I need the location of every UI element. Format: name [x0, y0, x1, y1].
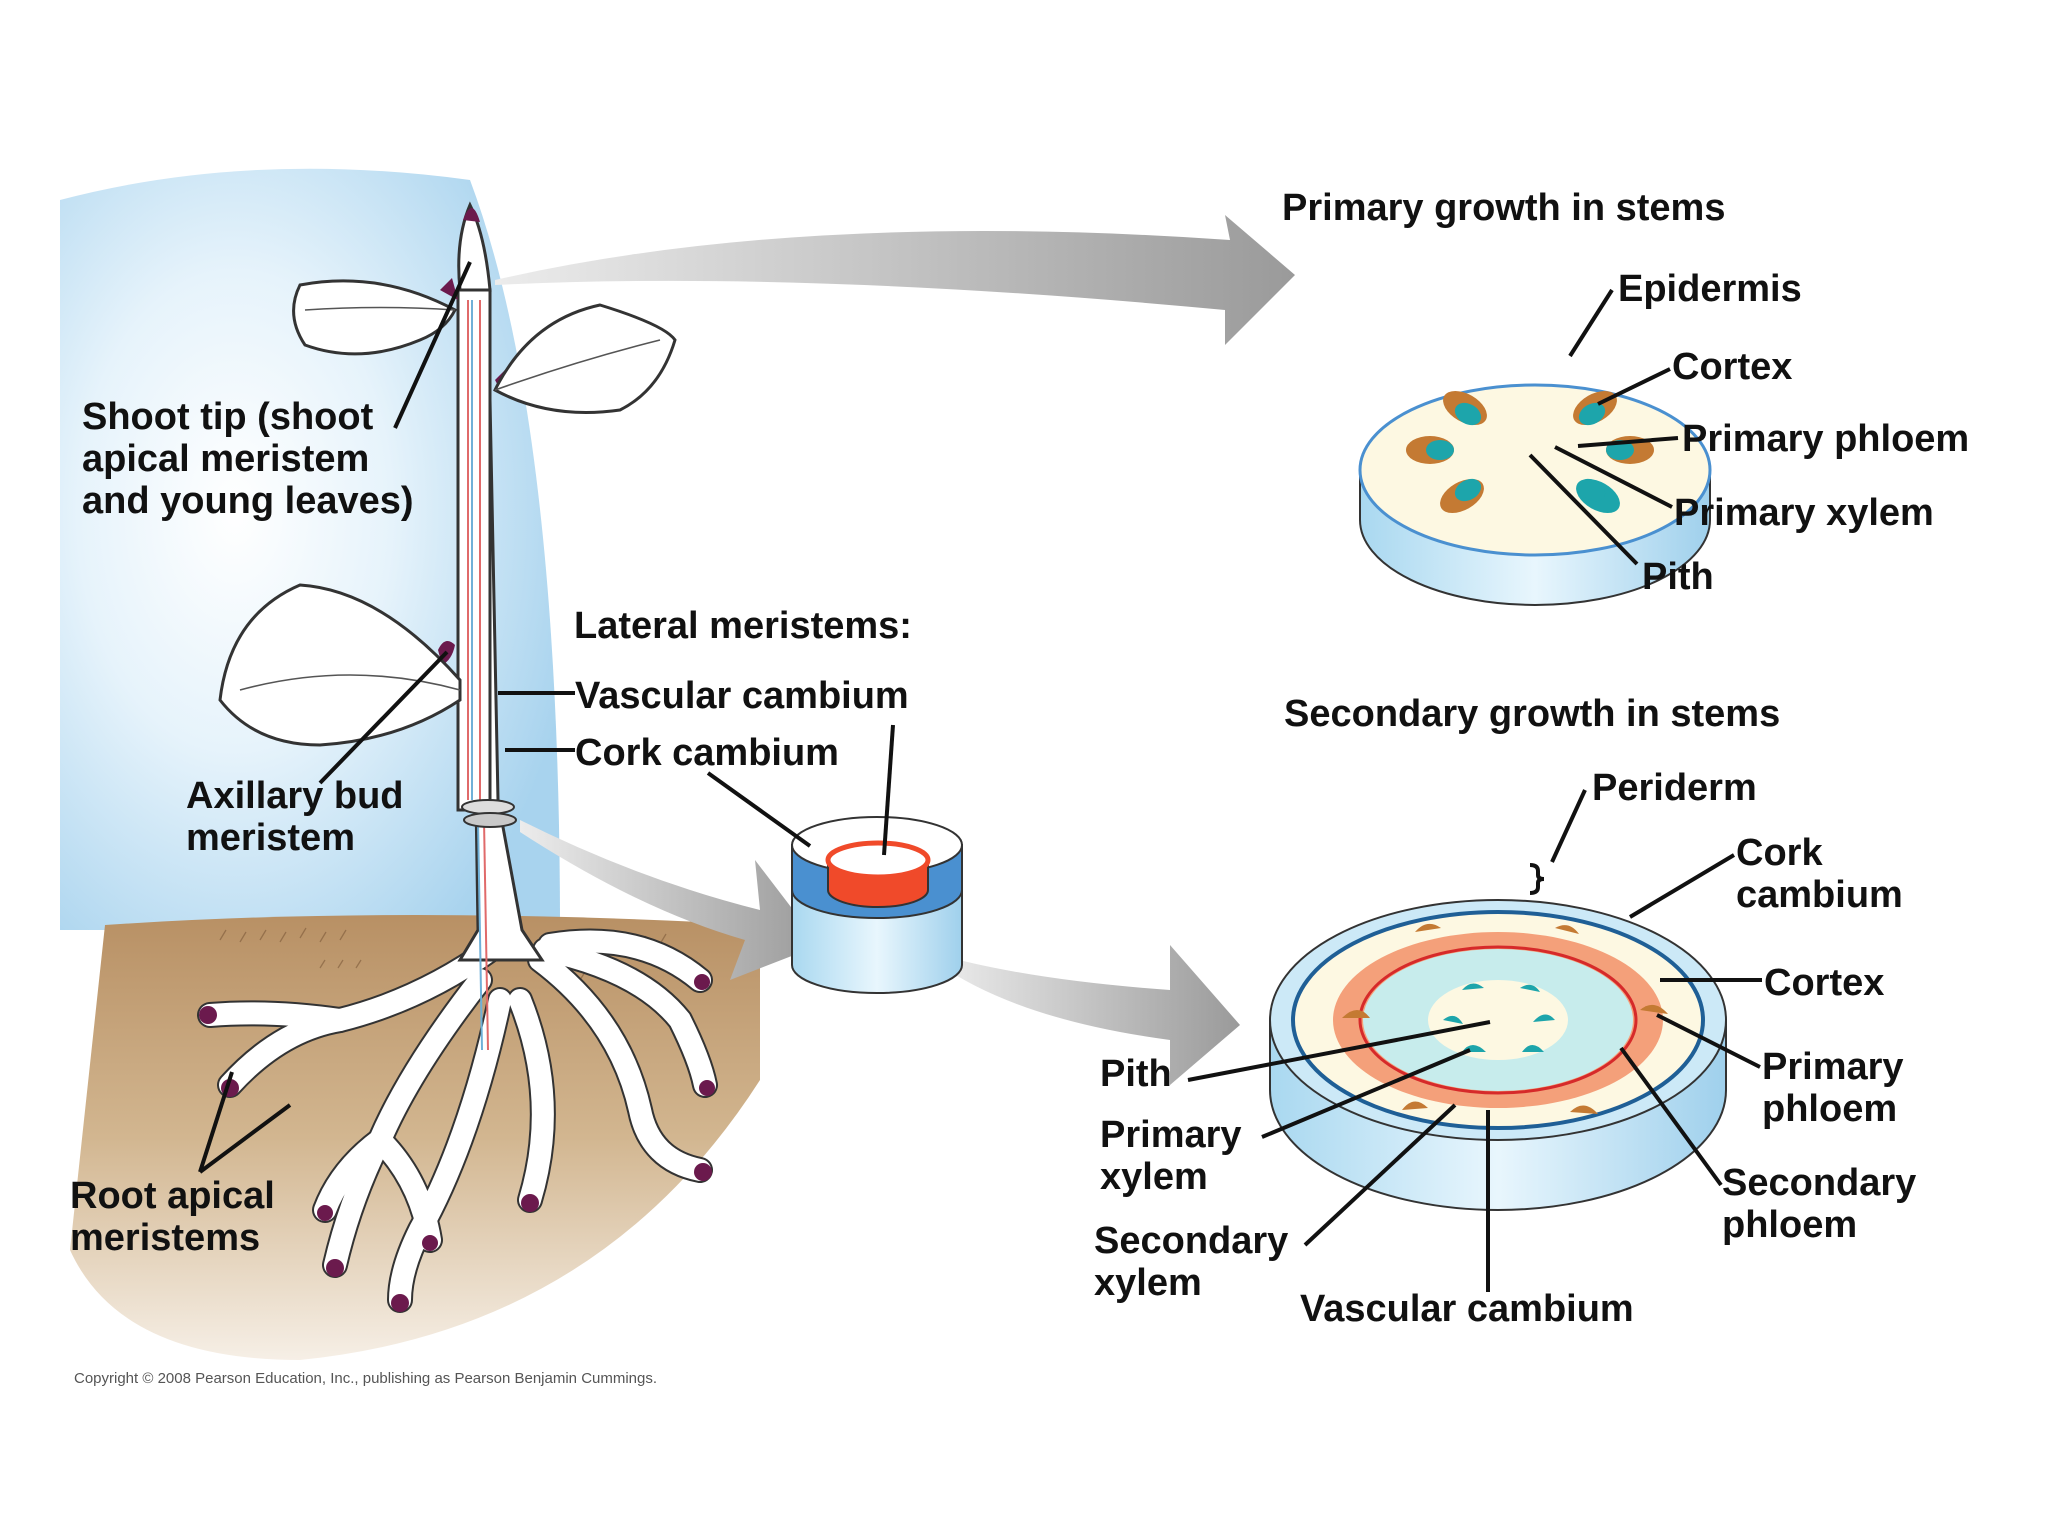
arrow-to-lateral [520, 820, 820, 980]
leader-lines [198, 261, 1762, 1292]
primary-pith-label: Pith [1642, 556, 1714, 598]
primary-epidermis-label: Epidermis [1618, 268, 1802, 310]
copyright-notice: Copyright © 2008 Pearson Education, Inc.… [74, 1370, 658, 1387]
axillary-bud-label: Axillary bud meristem [186, 775, 404, 859]
lateral-vascular-cambium-label: Vascular cambium [575, 675, 909, 717]
arrow-to-primary [495, 215, 1295, 345]
sky-background [60, 168, 560, 930]
vascular-cambium-circle [1358, 945, 1638, 1095]
primary-growth-title: Primary growth in stems [1282, 187, 1726, 229]
root-apical-label: Root apical meristems [70, 1175, 275, 1259]
arrow-to-secondary [940, 945, 1240, 1085]
secondary-cork-cambium-label: Cork cambium [1736, 832, 1903, 916]
primary-cortex-label: Cortex [1672, 346, 1793, 388]
secondary-vascular-cambium-label: Vascular cambium [1300, 1288, 1634, 1330]
secondary-bundles [1342, 923, 1668, 1114]
lateral-meristems-heading: Lateral meristems: [574, 605, 912, 647]
secondary-stem-cross-section [1269, 899, 1727, 1211]
primary-xylem-label: Primary xylem [1674, 492, 1934, 534]
secondary-phloem-label: Secondary phloem [1722, 1162, 1917, 1246]
secondary-primary-phloem-label: Primary phloem [1762, 1046, 1904, 1130]
pith-center [1428, 980, 1568, 1060]
secondary-cortex-label: Cortex [1764, 962, 1885, 1004]
leaves [218, 279, 677, 747]
root-system [197, 928, 718, 1313]
primary-stem-cross-section [1358, 383, 1712, 606]
secondary-pith-label: Pith [1100, 1053, 1172, 1095]
secondary-growth-title: Secondary growth in stems [1284, 693, 1781, 735]
stem-cut-upper [461, 799, 515, 815]
lateral-cork-cambium-label: Cork cambium [575, 732, 839, 774]
plant-illustration [60, 168, 760, 1360]
flow-arrows [495, 215, 1295, 1085]
secondary-primary-xylem-label: Primary xylem [1100, 1114, 1242, 1198]
secondary-xylem-label: Secondary xylem [1094, 1220, 1289, 1304]
primary-phloem-label: Primary phloem [1682, 418, 1970, 460]
lateral-meristem-cylinder [791, 816, 963, 994]
shoot-tip-label: Shoot tip (shoot apical meristem and you… [82, 396, 414, 522]
stem-cut-lower [463, 812, 517, 828]
vascular-bundles [1406, 390, 1654, 514]
secondary-periderm-label: Periderm [1592, 767, 1757, 809]
